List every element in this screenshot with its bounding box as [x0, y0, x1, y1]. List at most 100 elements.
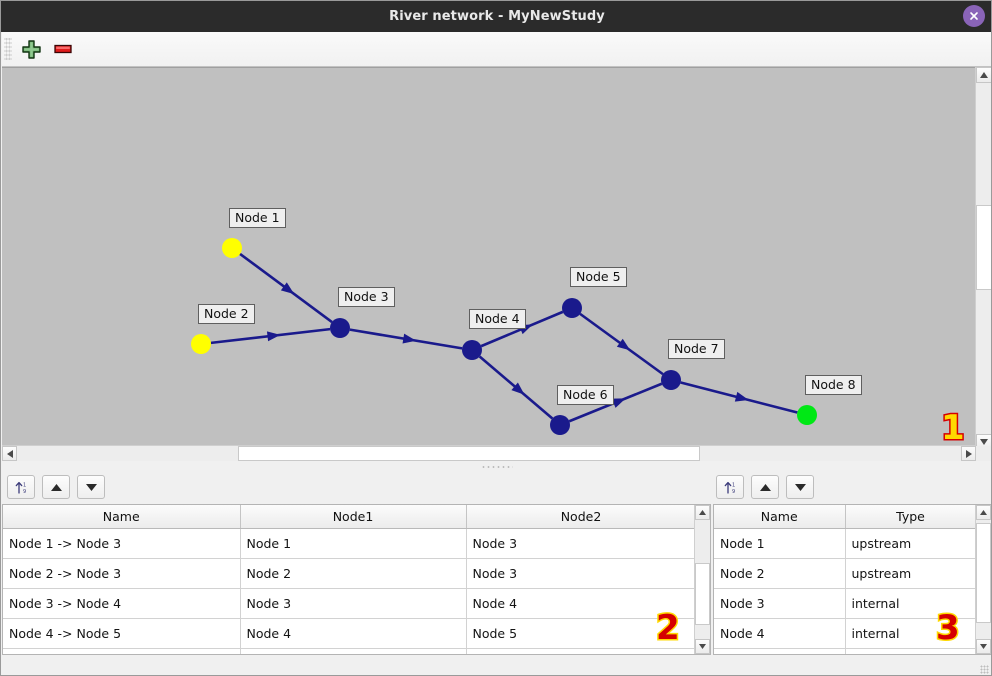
links-table-scrollbar[interactable]: [694, 505, 710, 654]
graph-node-label[interactable]: Node 6: [557, 385, 614, 405]
scroll-up-button[interactable]: [976, 67, 991, 83]
links-sort-button[interactable]: 1 9: [7, 475, 35, 499]
graph-node-label[interactable]: Node 7: [668, 339, 725, 359]
links-scroll-up-button[interactable]: [695, 505, 710, 520]
edge-arrow-icon: [616, 338, 631, 351]
graph-node[interactable]: [562, 298, 582, 318]
table-cell[interactable]: Node 2 -> Node 3: [3, 558, 241, 589]
table-cell[interactable]: Node 3 -> Node 4: [3, 588, 241, 619]
table-cell[interactable]: [466, 648, 696, 654]
table-cell[interactable]: Node 2: [240, 558, 467, 589]
nodes-table-scrollbar[interactable]: [975, 505, 991, 654]
network-canvas[interactable]: Node 1 Node 2 Node 3 Node 4 Node 5 Node 6 Node…: [2, 67, 976, 451]
table-cell[interactable]: Node 4: [466, 588, 696, 619]
scroll-right-button[interactable]: [961, 446, 976, 461]
network-diagram-panel: Node 1 Node 2 Node 3 Node 4 Node 5 Node 6 Node…: [2, 67, 991, 461]
table-row-partial[interactable]: [714, 648, 976, 654]
table-cell[interactable]: Node 3: [240, 588, 467, 619]
graph-node-label[interactable]: Node 5: [570, 267, 627, 287]
graph-node-label[interactable]: Node 8: [805, 375, 862, 395]
table-cell[interactable]: Node 4: [714, 618, 846, 649]
graph-node-label[interactable]: Node 3: [338, 287, 395, 307]
edge-arrow-icon: [402, 333, 417, 344]
nodes-move-down-button[interactable]: [786, 475, 814, 499]
delete-node-button[interactable]: [50, 36, 76, 62]
table-cell[interactable]: internal: [845, 618, 976, 649]
graph-node-label[interactable]: Node 4: [469, 309, 526, 329]
table-cell[interactable]: internal: [845, 588, 976, 619]
graph-node[interactable]: [462, 340, 482, 360]
table-cell[interactable]: Node 1: [714, 528, 846, 559]
table-cell[interactable]: Node 2: [714, 558, 846, 589]
scroll-left-button[interactable]: [2, 446, 17, 461]
add-node-button[interactable]: [18, 36, 44, 62]
canvas-horizontal-scrollbar[interactable]: [2, 445, 976, 461]
links-scroll-down-button[interactable]: [695, 639, 710, 654]
table-cell[interactable]: Node 3: [466, 528, 696, 559]
nodes-scroll-down-button[interactable]: [976, 639, 991, 654]
canvas-hscroll-thumb[interactable]: [238, 446, 700, 461]
canvas-vscroll-thumb[interactable]: [976, 205, 991, 290]
edge-arrow-icon: [734, 391, 749, 402]
graph-node-label[interactable]: Node 1: [229, 208, 286, 228]
nodes-move-up-button[interactable]: [751, 475, 779, 499]
table-cell[interactable]: [845, 648, 976, 654]
table-cell[interactable]: [3, 648, 241, 654]
graph-node[interactable]: [222, 238, 242, 258]
table-cell[interactable]: Node 1 -> Node 3: [3, 528, 241, 559]
column-header[interactable]: Node1: [240, 505, 467, 529]
column-header[interactable]: Name: [3, 505, 241, 529]
table-cell[interactable]: Node 1: [240, 528, 467, 559]
table-cell[interactable]: Node 4: [240, 618, 467, 649]
panel-splitter[interactable]: [2, 462, 991, 472]
nodes-scroll-thumb[interactable]: [976, 523, 991, 623]
window-resize-grip[interactable]: [980, 665, 989, 674]
graph-node[interactable]: [661, 370, 681, 390]
table-cell[interactable]: Node 4 -> Node 5: [3, 618, 241, 649]
column-header[interactable]: Name: [714, 505, 846, 529]
table-cell[interactable]: [714, 648, 846, 654]
graph-node[interactable]: [191, 334, 211, 354]
links-scroll-thumb[interactable]: [695, 563, 710, 625]
canvas-vertical-scrollbar[interactable]: [975, 67, 991, 450]
nodes-layer: [191, 238, 817, 435]
column-header[interactable]: Type: [845, 505, 976, 529]
table-cell[interactable]: upstream: [845, 558, 976, 589]
table-cell[interactable]: Node 3: [466, 558, 696, 589]
graph-node[interactable]: [550, 415, 570, 435]
svg-text:9: 9: [732, 489, 735, 495]
nodes-scroll-up-button[interactable]: [976, 505, 991, 520]
links-move-down-button[interactable]: [77, 475, 105, 499]
triangle-right-icon: [965, 449, 972, 458]
table-cell[interactable]: upstream: [845, 528, 976, 559]
toolbar-drag-handle[interactable]: [4, 38, 12, 60]
nodes-sort-button[interactable]: 1 9: [716, 475, 744, 499]
graph-node[interactable]: [330, 318, 350, 338]
column-header[interactable]: Node2: [466, 505, 696, 529]
close-window-button[interactable]: [963, 5, 985, 27]
table-row-partial[interactable]: [3, 648, 696, 654]
graph-node[interactable]: [797, 405, 817, 425]
sort-ascending-icon: 1 9: [15, 481, 26, 495]
table-cell[interactable]: [240, 648, 467, 654]
table-cell[interactable]: Node 5: [466, 618, 696, 649]
table-cell[interactable]: Node 3: [714, 588, 846, 619]
links-move-up-button[interactable]: [42, 475, 70, 499]
graph-node-label[interactable]: Node 2: [198, 304, 255, 324]
